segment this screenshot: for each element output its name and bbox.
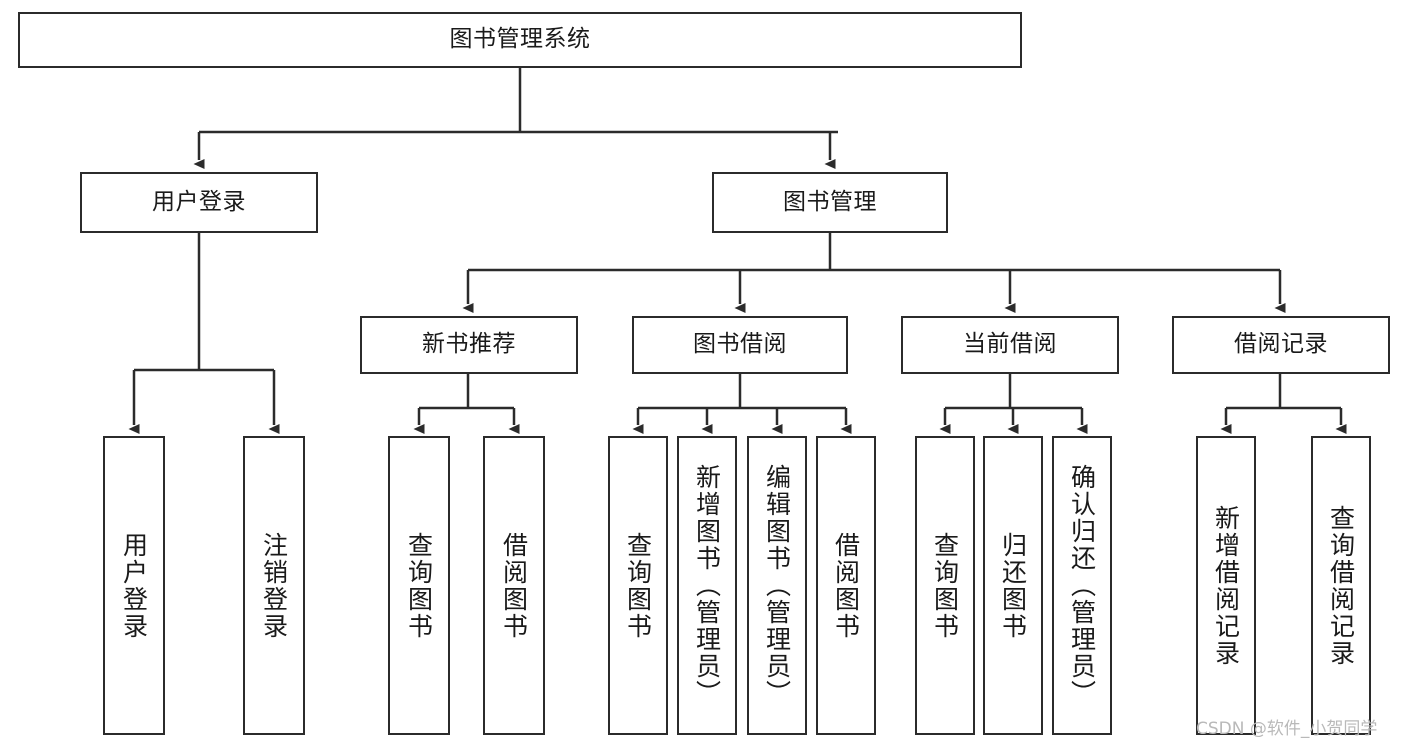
node-leaf-add-record[interactable]: 新增借阅记录: [1196, 436, 1256, 735]
node-leaf-borrow-book-2[interactable]: 借阅图书: [816, 436, 876, 735]
node-label: 查询借阅记录: [1326, 504, 1356, 667]
node-label: 注销登录: [259, 531, 289, 640]
node-label: 查询图书: [404, 531, 434, 640]
node-label: 当前借阅: [963, 331, 1057, 358]
node-leaf-confirm-return[interactable]: 确认归还（管理员）: [1052, 436, 1112, 735]
node-label: 借阅图书: [831, 531, 861, 640]
node-leaf-logout-login[interactable]: 注销登录: [243, 436, 305, 735]
node-new-book-recommend[interactable]: 新书推荐: [360, 316, 578, 374]
node-label: 查询图书: [930, 531, 960, 640]
node-root-system[interactable]: 图书管理系统: [18, 12, 1022, 68]
node-label: 用户登录: [119, 531, 149, 640]
node-label: 图书借阅: [693, 331, 787, 358]
node-label: 借阅图书: [499, 531, 529, 640]
node-leaf-query-book-1[interactable]: 查询图书: [388, 436, 450, 735]
node-leaf-add-book[interactable]: 新增图书（管理员）: [677, 436, 737, 735]
node-leaf-borrow-book-1[interactable]: 借阅图书: [483, 436, 545, 735]
node-label: 新书推荐: [422, 331, 516, 358]
node-label: 查询图书: [623, 531, 653, 640]
node-leaf-query-book-2[interactable]: 查询图书: [608, 436, 668, 735]
node-label: 图书管理系统: [449, 26, 591, 53]
node-user-login[interactable]: 用户登录: [80, 172, 318, 233]
node-label: 用户登录: [152, 188, 246, 215]
node-label: 归还图书: [998, 531, 1028, 640]
node-label: 图书管理: [783, 188, 877, 215]
node-leaf-edit-book[interactable]: 编辑图书（管理员）: [747, 436, 807, 735]
node-leaf-query-book-3[interactable]: 查询图书: [915, 436, 975, 735]
node-label: 确认归还（管理员）: [1067, 464, 1097, 707]
node-label: 编辑图书（管理员）: [762, 464, 792, 707]
node-current-borrow[interactable]: 当前借阅: [901, 316, 1119, 374]
node-book-borrow[interactable]: 图书借阅: [632, 316, 848, 374]
node-leaf-return-book[interactable]: 归还图书: [983, 436, 1043, 735]
node-borrow-record[interactable]: 借阅记录: [1172, 316, 1390, 374]
node-label: 新增图书（管理员）: [692, 464, 722, 707]
node-label: 新增借阅记录: [1211, 504, 1241, 667]
node-label: 借阅记录: [1234, 331, 1328, 358]
csdn-watermark: CSDN @软件_小贺同学: [1196, 719, 1378, 739]
node-leaf-query-record[interactable]: 查询借阅记录: [1311, 436, 1371, 735]
node-book-management[interactable]: 图书管理: [712, 172, 948, 233]
node-leaf-user-login[interactable]: 用户登录: [103, 436, 165, 735]
